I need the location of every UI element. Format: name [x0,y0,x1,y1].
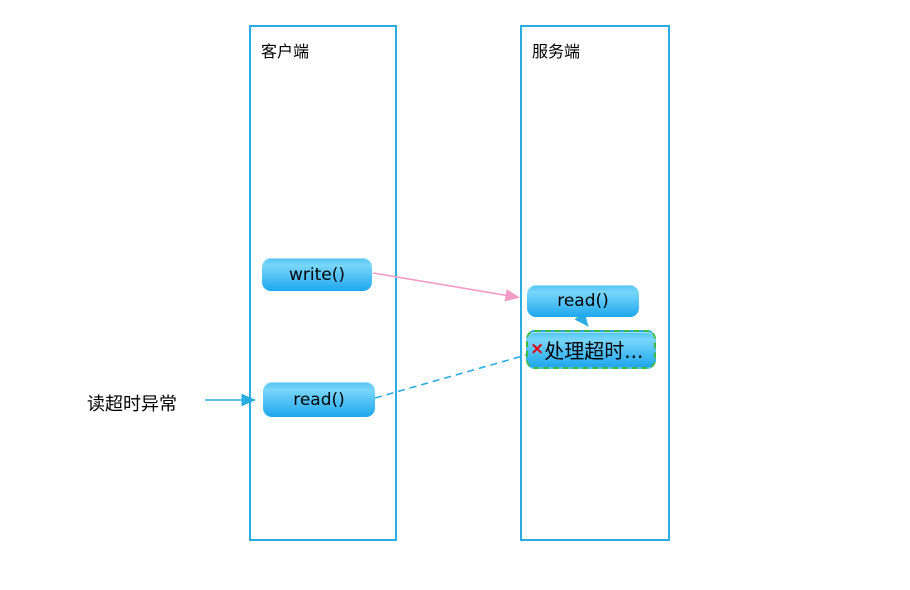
node-server-timeout: × 处理超时... [526,330,656,369]
node-client-write-label: write() [288,264,345,285]
error-x-icon: × [530,339,545,359]
lane-client-label: 客户端 [261,42,310,61]
edge-timeout-to-client-read [374,354,527,399]
node-server-read: read() [527,285,639,317]
lane-server: 服务端 [520,25,670,541]
annotation-read-timeout: 读超时异常 [87,394,177,415]
node-client-read: read() [263,382,375,417]
lane-server-label: 服务端 [532,42,581,61]
node-client-write: write() [262,258,372,291]
node-server-read-label: read() [557,291,609,311]
node-server-timeout-label: 处理超时... [544,339,644,363]
node-client-read-label: read() [293,389,345,410]
